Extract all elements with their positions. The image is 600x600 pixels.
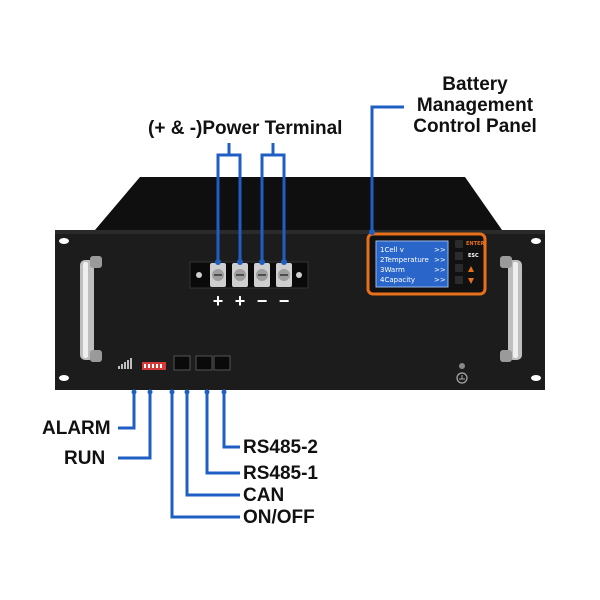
terminal-screw (276, 263, 292, 287)
chassis-top (95, 177, 502, 230)
lcd-arrow-2: >> (434, 256, 446, 264)
terminal-screw (232, 263, 248, 287)
rs485-2-label: RS485-2 (243, 437, 318, 458)
lcd-line-3: 3Warm (380, 266, 405, 274)
terminal-screw (254, 263, 270, 287)
rj45-port-rs485-1[interactable] (195, 355, 213, 371)
callout-end-dots (215, 229, 375, 265)
port-connector-dots (131, 389, 227, 395)
terminal-screw (210, 263, 226, 287)
alarm-label: ALARM (42, 418, 111, 439)
enter-label: ENTER (466, 241, 485, 247)
lcd-line-2: 2Temperature (380, 256, 429, 264)
power-terminal-label: (+ & -)Power Terminal (148, 118, 343, 139)
rs485-1-label: RS485-1 (243, 463, 318, 484)
esc-label: ESC (468, 253, 479, 259)
up-button[interactable] (455, 264, 463, 272)
terminal-sign-3: − (257, 291, 268, 311)
right-handle (500, 256, 522, 362)
left-handle (80, 256, 102, 362)
lcd-line-4: 4Capacity (380, 276, 416, 284)
rj45-port-rs485-2[interactable] (213, 355, 231, 371)
can-label: CAN (243, 485, 285, 506)
lcd-screen (375, 240, 449, 288)
on-off-label: ON/OFF (243, 507, 315, 528)
rack-mount-holes (59, 238, 541, 381)
terminal-sign-2: + (235, 291, 246, 311)
down-arrow-icon (468, 278, 474, 284)
callout-lines (118, 105, 404, 519)
rj45-port-can[interactable] (173, 355, 191, 371)
up-arrow-icon (468, 266, 474, 272)
down-button[interactable] (455, 276, 463, 284)
terminal-sign-4: − (279, 291, 290, 311)
esc-button[interactable] (455, 252, 463, 260)
signal-bars-icon (118, 358, 132, 369)
bms-label-line-1: Battery (442, 74, 508, 95)
bms-control-panel (366, 232, 487, 296)
bms-label: Battery Management Control Panel (405, 74, 545, 137)
terminal-sign-1: + (213, 291, 224, 311)
power-terminal-block (189, 261, 309, 289)
ground-icon (456, 363, 468, 384)
lcd-line-1: 1Cell v (380, 246, 404, 254)
lcd-arrow-4: >> (434, 276, 446, 284)
lcd-arrow-3: >> (434, 266, 446, 274)
bms-label-line-2: Management (416, 95, 534, 116)
run-label: RUN (64, 448, 106, 469)
enter-button[interactable] (455, 240, 463, 248)
bms-label-line-3: Control Panel (413, 116, 537, 137)
lcd-arrow-1: >> (434, 246, 446, 254)
